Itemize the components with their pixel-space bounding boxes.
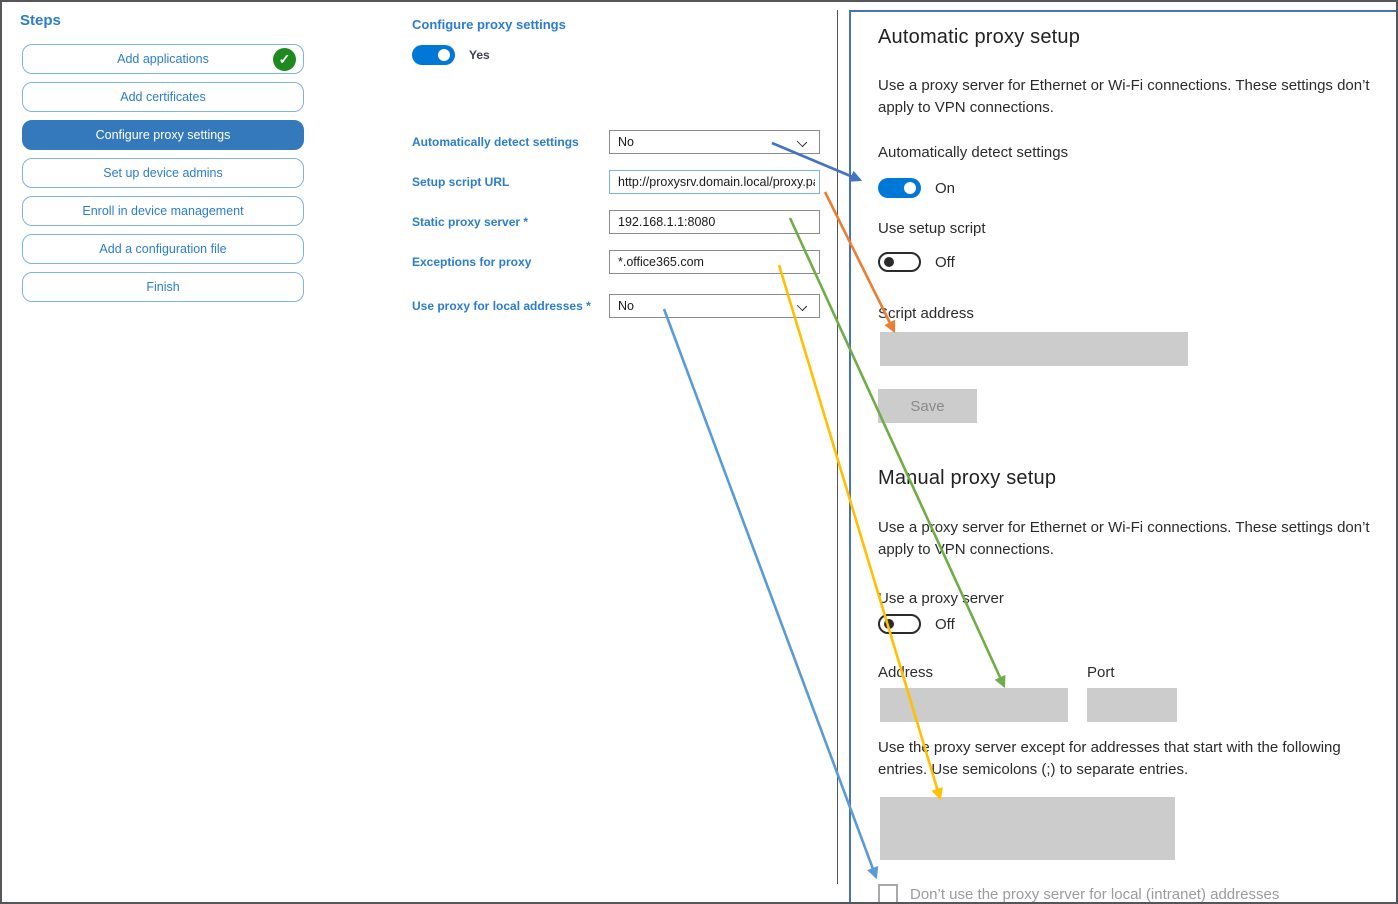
auto-detect-settings-toggle[interactable] — [878, 178, 921, 198]
use-setup-script-toggle-row: Off — [878, 252, 955, 272]
local-addresses-value: No — [618, 299, 634, 313]
chevron-down-icon — [796, 300, 808, 312]
proxy-port-input[interactable] — [1087, 688, 1177, 722]
auto-detect-toggle-state: On — [935, 179, 956, 197]
configure-proxy-toggle-label: Yes — [469, 48, 490, 62]
form-row-setup-script-url: Setup script URL — [412, 170, 832, 194]
address-label: Address — [878, 664, 934, 681]
form-row-local-addresses: Use proxy for local addresses * No — [412, 294, 832, 318]
manual-proxy-description: Use a proxy server for Ethernet or Wi-Fi… — [878, 519, 1370, 558]
local-intranet-checkbox-row: Don’t use the proxy server for local (in… — [878, 884, 1280, 903]
port-label: Port — [1087, 664, 1115, 681]
local-addresses-label: Use proxy for local addresses * — [412, 299, 591, 313]
sidebar-item-finish[interactable]: Finish — [22, 272, 304, 302]
steps-heading: Steps — [20, 12, 61, 29]
step-label: Add a configuration file — [99, 242, 227, 256]
sidebar-item-add-certificates[interactable]: Add certificates — [22, 82, 304, 112]
completed-check-icon: ✓ — [273, 48, 296, 71]
sidebar-item-set-up-device-admins[interactable]: Set up device admins — [22, 158, 304, 188]
form-row-static-proxy: Static proxy server * — [412, 210, 832, 234]
proxy-exceptions-textarea[interactable] — [880, 797, 1175, 860]
sidebar-item-configure-proxy-settings[interactable]: Configure proxy settings — [22, 120, 304, 150]
manual-proxy-heading: Manual proxy setup — [878, 467, 1057, 489]
local-intranet-checkbox[interactable] — [878, 884, 898, 902]
automatic-proxy-heading: Automatic proxy setup — [878, 26, 1081, 48]
auto-detect-label: Automatically detect settings — [412, 135, 579, 149]
static-proxy-input[interactable] — [609, 210, 820, 234]
proxy-address-input[interactable] — [880, 688, 1068, 722]
auto-detect-toggle-row: On — [878, 178, 955, 198]
use-proxy-server-toggle-row: Off — [878, 614, 955, 634]
pane-divider — [837, 10, 838, 884]
configure-proxy-toggle[interactable] — [412, 45, 455, 65]
auto-detect-settings-label: Automatically detect settings — [878, 144, 1069, 161]
wizard-page-title: Configure proxy settings — [412, 17, 566, 32]
sidebar-item-enroll-in-device-management[interactable]: Enroll in device management — [22, 196, 304, 226]
local-intranet-checkbox-label: Don’t use the proxy server for local (in… — [910, 885, 1280, 903]
step-label: Finish — [146, 280, 180, 294]
configure-proxy-toggle-row: Yes — [412, 45, 490, 65]
use-proxy-server-toggle-state: Off — [935, 615, 955, 633]
auto-detect-value: No — [618, 135, 634, 149]
local-addresses-select[interactable]: No — [609, 294, 820, 318]
use-setup-script-label: Use setup script — [878, 220, 986, 237]
sidebar-item-add-configuration-file[interactable]: Add a configuration file — [22, 234, 304, 264]
proxy-exceptions-input[interactable] — [609, 250, 820, 274]
step-label: Add certificates — [120, 90, 206, 104]
save-button[interactable]: Save — [878, 389, 977, 423]
step-label: Set up device admins — [103, 166, 223, 180]
proxy-exceptions-label: Exceptions for proxy — [412, 255, 532, 269]
proxy-exceptions-help: Use the proxy server except for addresse… — [878, 739, 1341, 778]
step-label: Configure proxy settings — [95, 128, 231, 142]
automatic-proxy-description: Use a proxy server for Ethernet or Wi-Fi… — [878, 77, 1370, 116]
use-setup-script-toggle[interactable] — [878, 252, 921, 272]
local-addresses-mapping-arrow — [662, 308, 879, 880]
setup-script-url-label: Setup script URL — [412, 175, 510, 189]
use-proxy-server-label: Use a proxy server — [878, 590, 1004, 607]
step-label: Enroll in device management — [82, 204, 244, 218]
use-proxy-server-toggle[interactable] — [878, 614, 921, 634]
chevron-down-icon — [796, 136, 808, 148]
form-row-auto-detect: Automatically detect settings No — [412, 130, 832, 154]
use-setup-script-toggle-state: Off — [935, 253, 955, 271]
windows-proxy-settings-panel: Automatic proxy setup Use a proxy server… — [849, 10, 1396, 903]
script-address-input[interactable] — [880, 332, 1188, 366]
auto-detect-select[interactable]: No — [609, 130, 820, 154]
script-address-label: Script address — [878, 305, 974, 322]
setup-script-url-input[interactable] — [609, 170, 820, 194]
form-row-proxy-exceptions: Exceptions for proxy — [412, 250, 832, 274]
step-label: Add applications — [117, 52, 209, 66]
static-proxy-label: Static proxy server * — [412, 215, 529, 229]
sidebar-item-add-applications[interactable]: Add applications ✓ — [22, 44, 304, 74]
